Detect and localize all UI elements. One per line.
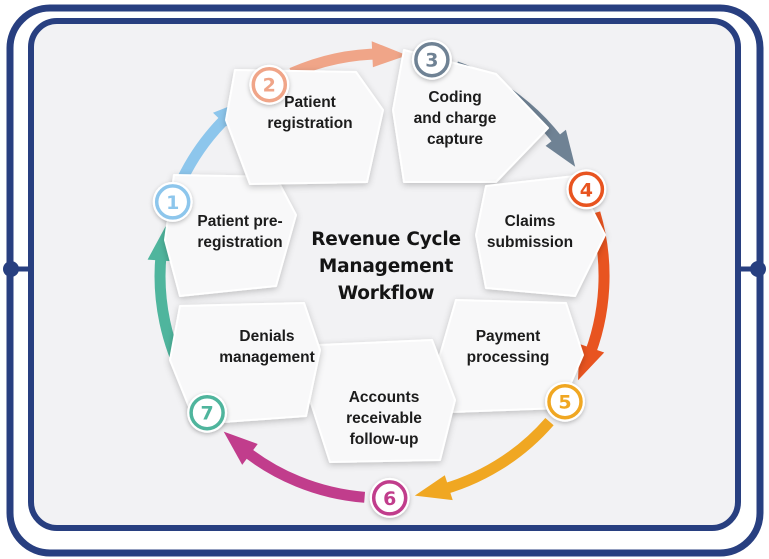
title-line: Management [318,256,454,277]
step-label-line: Coding [428,88,482,106]
step-label-line: management [219,349,315,366]
center-title: Revenue Cycle Management Workflow [288,226,484,307]
step-label-line: Claims [504,213,556,230]
arrowhead [414,475,453,501]
step-label-line: Patient pre- [197,213,283,230]
arrowhead [545,129,576,167]
step-label-line: registration [267,115,353,132]
step-label: Patient registration [240,92,380,134]
step-badge-ring [154,184,191,220]
step-label-line: and charge [413,109,497,127]
step-number: 4 [580,179,593,201]
step-number: 7 [200,403,213,425]
step-label-line: Denials [239,328,295,345]
arrowhead [578,344,605,381]
right-connector-dot [750,261,766,277]
step-label-line: receivable [346,409,422,427]
step-label: Accounts receivable follow-up [314,387,454,450]
step-number: 5 [558,392,571,414]
step-label: Claims submission [460,211,600,253]
step-number: 1 [166,192,179,214]
step-badge-ring [568,171,605,208]
step-label-line: capture [427,130,483,148]
step-label-line: Accounts [348,388,420,406]
step-label-line: Payment [475,328,541,345]
ring-arc [235,441,366,503]
arrowhead [223,431,258,465]
step-number: 6 [383,488,396,510]
step-badges: 1 2 3 4 5 6 7 [152,39,607,518]
step-number: 2 [263,75,276,97]
title-line: Workflow [337,283,435,304]
arrowhead [371,41,408,68]
step-badge-ring [251,66,288,103]
step-label-line: Patient [284,94,336,111]
step-badge-ring [547,383,583,420]
left-connector-dot [3,261,19,277]
step-card [392,49,549,183]
step-label: Patient pre-registration [170,211,310,253]
step-badge-ring [414,41,450,78]
step-label-line: registration [197,234,283,251]
step-number: 3 [425,50,438,72]
step-label: Coding and charge capture [385,87,525,150]
step-label: Denials management [197,326,337,368]
step-label: Payment processing [438,326,578,368]
step-badge-ring [371,480,408,516]
step-badge-ring [189,394,225,431]
ring-arc [433,417,554,497]
step-label-line: submission [486,234,574,251]
step-label-line: follow-up [349,430,419,448]
step-label-line: processing [466,349,550,366]
title-line: Revenue Cycle [311,229,461,250]
